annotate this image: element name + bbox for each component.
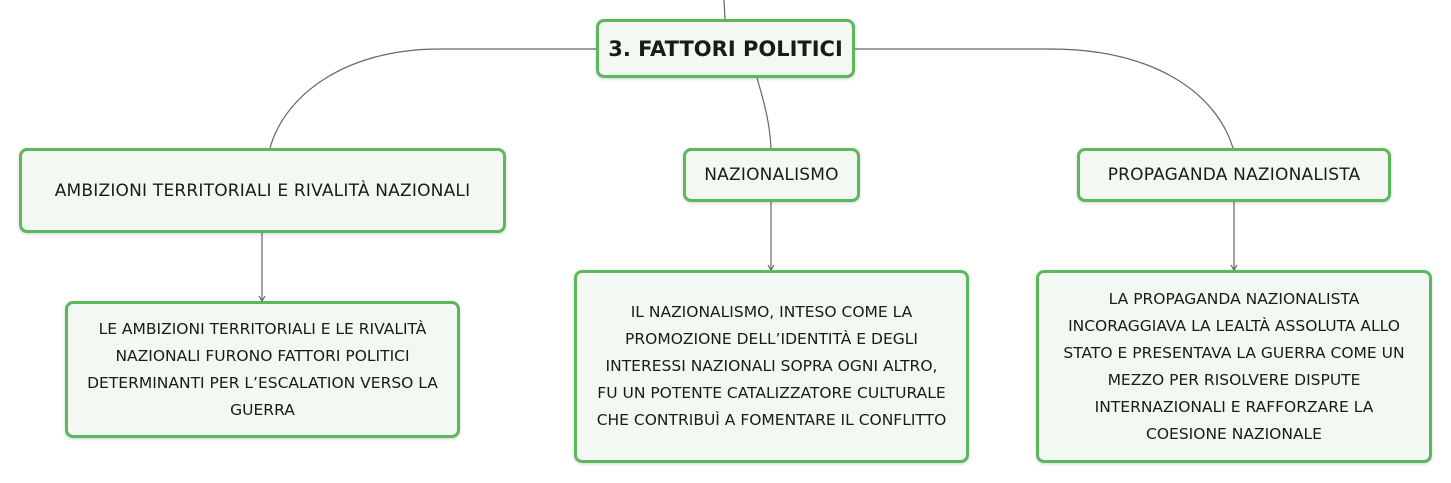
connector-root-to-branch-2 bbox=[756, 77, 772, 149]
detail-line: DETERMINANTI PER L’ESCALATION VERSO LA bbox=[87, 373, 438, 392]
detail-line: PROMOZIONE DELL’IDENTITÀ E DEGLI bbox=[625, 330, 918, 348]
detail-line: INTERESSI NAZIONALI SOPRA OGNI ALTRO, bbox=[605, 357, 938, 375]
detail-line: FU UN POTENTE CATALIZZATORE CULTURALE bbox=[597, 384, 946, 402]
detail-node-ambizioni[interactable]: LE AMBIZIONI TERRITORIALI E LE RIVALITÀ … bbox=[65, 301, 460, 438]
detail-line: GUERRA bbox=[230, 400, 295, 419]
detail-line: STATO E PRESENTAVA LA GUERRA COME UN bbox=[1063, 343, 1405, 362]
detail-line: COESIONE NAZIONALE bbox=[1146, 424, 1322, 443]
detail-line: MEZZO PER RISOLVERE DISPUTE bbox=[1107, 370, 1361, 389]
detail-line: INCORAGGIAVA LA LEALTÀ ASSOLUTA ALLO bbox=[1068, 316, 1400, 335]
connector-incoming bbox=[723, 0, 726, 20]
detail-line: CHE CONTRIBUÌ A FOMENTARE IL CONFLITTO bbox=[596, 411, 947, 429]
branch-title: NAZIONALISMO bbox=[704, 165, 839, 185]
branch-node-propaganda[interactable]: PROPAGANDA NAZIONALISTA bbox=[1077, 148, 1391, 202]
connector-root-to-branch-3 bbox=[855, 48, 1234, 149]
detail-line: IL NAZIONALISMO, INTESO COME LA bbox=[630, 303, 913, 321]
detail-line: NAZIONALI FURONO FATTORI POLITICI bbox=[115, 346, 410, 365]
detail-node-nazionalismo[interactable]: IL NAZIONALISMO, INTESO COME LA PROMOZIO… bbox=[574, 270, 969, 463]
branch-node-nazionalismo[interactable]: NAZIONALISMO bbox=[683, 148, 860, 202]
root-label: 3. FATTORI POLITICI bbox=[608, 36, 843, 61]
detail-node-propaganda[interactable]: LA PROPAGANDA NAZIONALISTA INCORAGGIAVA … bbox=[1036, 270, 1432, 463]
connector-root-to-branch-1 bbox=[269, 48, 596, 149]
detail-line: INTERNAZIONALI E RAFFORZARE LA bbox=[1094, 397, 1374, 416]
branch-node-ambizioni[interactable]: AMBIZIONI TERRITORIALI E RIVALITÀ NAZION… bbox=[19, 148, 506, 233]
root-node[interactable]: 3. FATTORI POLITICI bbox=[596, 19, 855, 78]
detail-line: LE AMBIZIONI TERRITORIALI E LE RIVALITÀ bbox=[98, 319, 427, 338]
branch-title: AMBIZIONI TERRITORIALI E RIVALITÀ NAZION… bbox=[54, 180, 471, 201]
branch-title: PROPAGANDA NAZIONALISTA bbox=[1107, 165, 1361, 185]
detail-line: LA PROPAGANDA NAZIONALISTA bbox=[1108, 289, 1360, 308]
